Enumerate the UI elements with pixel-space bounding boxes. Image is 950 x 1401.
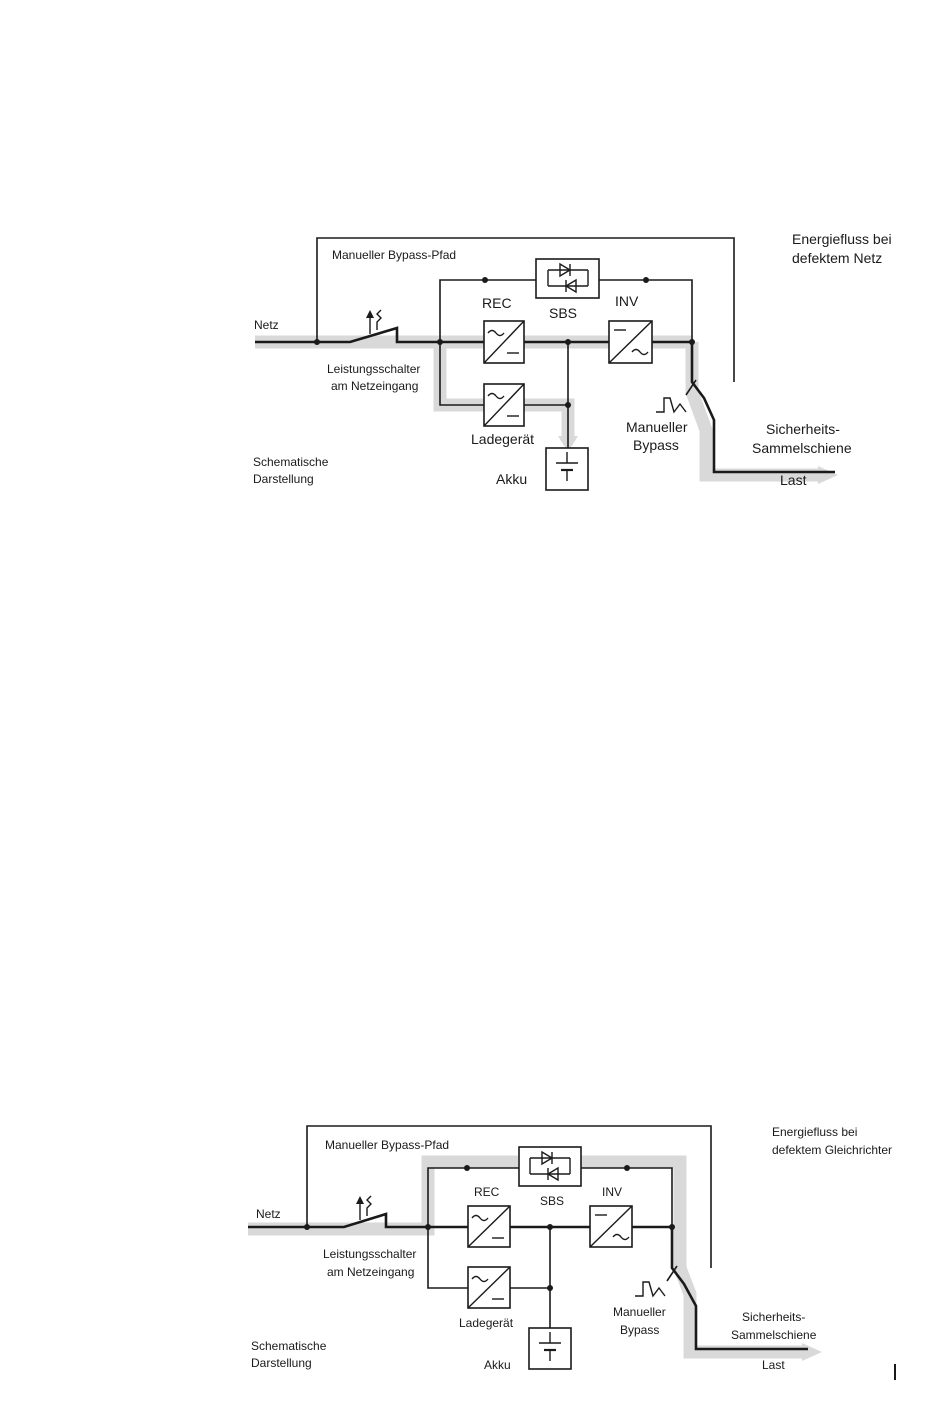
battery-label: Akku: [484, 1358, 511, 1372]
inverter-label: INV: [602, 1185, 622, 1199]
inverter-box: [608, 320, 653, 364]
charger-label: Ladegerät: [471, 431, 534, 447]
charger-label: Ladegerät: [459, 1316, 514, 1330]
inverter-box: [589, 1205, 633, 1248]
breaker-label-line1: Leistungsschalter: [327, 362, 420, 376]
diagram-title-line2: defektem Netz: [792, 250, 882, 266]
busbar-label-line2: Sammelschiene: [731, 1328, 817, 1342]
mains-label: Netz: [254, 318, 279, 332]
load-label: Last: [780, 472, 807, 488]
sbs-label: SBS: [549, 305, 577, 321]
diagram-title-line1: Energiefluss bei: [792, 231, 892, 247]
junction-nodes: [304, 1165, 675, 1291]
ups-diagram-rectifier-failure: Manueller Bypass-Pfad Netz Leistungsscha…: [248, 1125, 892, 1372]
mains-label: Netz: [256, 1207, 281, 1221]
busbar-label-line1: Sicherheits-: [742, 1310, 805, 1324]
breaker-label-line1: Leistungsschalter: [323, 1247, 416, 1261]
rectifier-label: REC: [482, 295, 512, 311]
sbs-box: [535, 258, 600, 299]
page-edge-mark: [894, 1364, 896, 1380]
manual-bypass-label-line2: Bypass: [620, 1323, 659, 1337]
battery-box: [545, 447, 589, 491]
bypass-path-label: Manueller Bypass-Pfad: [332, 248, 456, 262]
battery-box: [528, 1327, 572, 1370]
manual-bypass-label-line1: Manueller: [626, 419, 688, 435]
rectifier-box: [483, 320, 525, 364]
rectifier-box: [467, 1205, 511, 1248]
bypass-path-label: Manueller Bypass-Pfad: [325, 1138, 449, 1152]
rectifier-label: REC: [474, 1185, 500, 1199]
sbs-label: SBS: [540, 1194, 564, 1208]
charger-box: [483, 383, 525, 427]
busbar-label-line1: Sicherheits-: [766, 421, 840, 437]
diagram-title-line2: defektem Gleichrichter: [772, 1143, 892, 1157]
battery-label: Akku: [496, 471, 527, 487]
thyristor-icon: [547, 262, 589, 294]
breaker-icon: [366, 309, 382, 334]
wiring: [248, 1125, 808, 1351]
inverter-label: INV: [615, 293, 639, 309]
busbar-label-line2: Sammelschiene: [752, 440, 852, 456]
manual-bypass-label-line2: Bypass: [633, 437, 679, 453]
manual-bypass-label-line1: Manueller: [613, 1305, 666, 1319]
manual-bypass-switch-icon: [635, 1265, 678, 1298]
ups-diagram-mains-failure: Manueller Bypass-Pfad Netz Leistungsscha…: [253, 231, 892, 491]
schematic-label-line1: Schematische: [251, 1339, 327, 1353]
schematic-label-line2: Darstellung: [253, 472, 314, 486]
schematic-label-line1: Schematische: [253, 455, 329, 469]
manual-bypass-switch-icon: [656, 379, 697, 414]
thyristor-icon: [529, 1150, 571, 1182]
breaker-label-line2: am Netzeingang: [327, 1265, 414, 1279]
breaker-label-line2: am Netzeingang: [331, 379, 418, 393]
breaker-icon: [356, 1195, 372, 1220]
charger-box: [467, 1266, 511, 1309]
junction-nodes: [314, 277, 695, 408]
load-label: Last: [762, 1358, 785, 1372]
sbs-box: [518, 1146, 582, 1187]
schematic-label-line2: Darstellung: [251, 1356, 312, 1370]
diagram-title-line1: Energiefluss bei: [772, 1125, 857, 1139]
